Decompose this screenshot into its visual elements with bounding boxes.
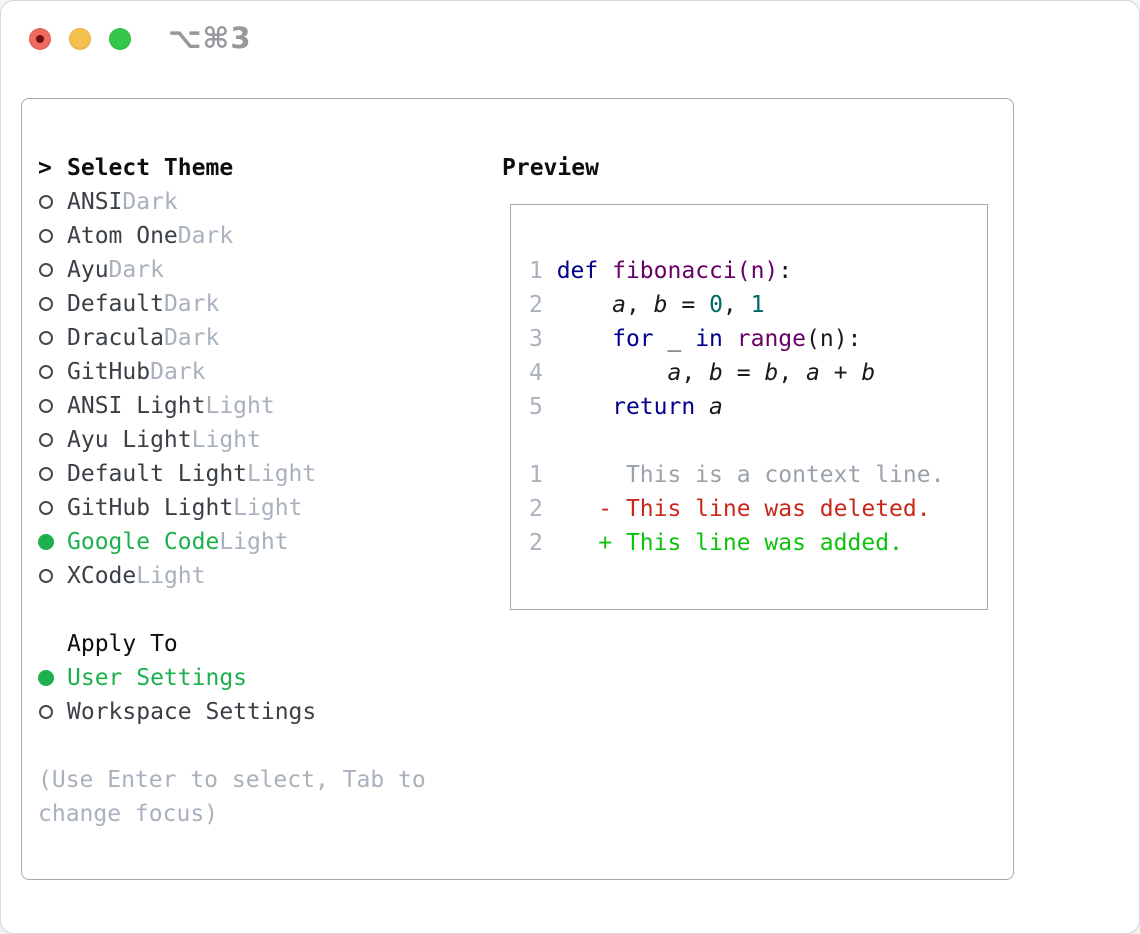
line-number: 1 [529,258,557,284]
preview-header: Preview [502,155,599,181]
radio-icon [38,467,67,481]
diff-line-deletion: 2 - This line was deleted. [529,496,931,522]
line-number: 4 [529,360,557,386]
code-line: 4 a, b = b, a + b [529,360,876,386]
theme-variant-label: Light [136,563,206,589]
theme-label: Default [67,291,164,317]
apply-target-option[interactable]: User Settings [38,661,468,695]
line-number: 2 [529,496,557,522]
theme-option[interactable]: ANSI Light Light [38,389,468,423]
theme-option[interactable]: Google Code Light [38,525,468,559]
radio-selected-icon [38,670,67,686]
minimize-button-icon[interactable] [69,28,91,50]
theme-variant-label: Dark [122,189,178,215]
line-number: 2 [529,530,557,556]
theme-variant-label: Dark [163,291,220,317]
line-number: 3 [529,326,557,352]
titlebar: ⌥⌘3 [1,1,1139,77]
diff-line-context: 1 This is a context line. [529,462,945,488]
preview-header-row: Preview [502,151,1002,185]
theme-option[interactable]: Ayu Light Light [38,423,468,457]
theme-option[interactable]: Default Dark [38,287,468,321]
theme-option[interactable]: ANSI Dark [38,185,468,219]
theme-label: GitHub Light [67,495,234,521]
theme-label: Ayu [67,257,109,283]
theme-option[interactable]: Default Light Light [38,457,468,491]
close-button-icon[interactable] [29,28,51,50]
theme-label: ANSI [67,189,123,215]
theme-label: XCode [67,563,137,589]
theme-variant-label: Dark [108,257,164,283]
theme-label: GitHub [67,359,151,385]
line-number: 5 [529,394,557,420]
theme-label: Dracula [67,325,164,351]
theme-variant-label: Light [219,529,289,555]
theme-variant-label: Light [247,461,317,487]
radio-icon [38,705,67,719]
apply-target-label: User Settings [67,665,248,691]
theme-label: Google Code [67,529,220,555]
radio-icon [38,263,67,277]
radio-icon [38,365,67,379]
theme-list-header-row: > Select Theme [38,151,468,185]
preview-column: Preview 1 def fibonacci(n): 2 a, b = 0, 1… [502,151,1002,610]
radio-icon [38,501,67,515]
preview-pane: 1 def fibonacci(n): 2 a, b = 0, 1 3 for _ … [510,204,988,610]
code-line: 1 def fibonacci(n): [529,258,793,284]
window-title: ⌥⌘3 [168,21,252,55]
radio-selected-icon [38,534,67,550]
apply-target-option[interactable]: Workspace Settings [38,695,468,729]
theme-option[interactable]: Dracula Dark [38,321,468,355]
theme-option[interactable]: Ayu Dark [38,253,468,287]
hint-text: (Use Enter to select, Tab to change focu… [38,767,426,827]
theme-variant-label: Light [205,393,275,419]
radio-icon [38,569,67,583]
code-preview: 1 def fibonacci(n): 2 a, b = 0, 1 3 for _ … [511,205,987,560]
theme-option[interactable]: XCode Light [38,559,468,593]
theme-label: Default Light [67,461,248,487]
theme-option[interactable]: GitHub Light Light [38,491,468,525]
code-line: 5 return a [529,394,723,420]
focus-caret-icon: > [38,155,52,181]
radio-icon [38,297,67,311]
code-line: 2 a, b = 0, 1 [529,292,765,318]
code-line: 3 for _ in range(n): [529,326,862,352]
radio-icon [38,399,67,413]
theme-variant-label: Dark [163,325,220,351]
apply-to-header-row: Apply To [38,627,468,661]
radio-icon [38,195,67,209]
theme-variant-label: Light [233,495,303,521]
line-number: 2 [529,292,557,318]
radio-icon [38,433,67,447]
apply-target-label: Workspace Settings [67,699,317,725]
theme-list-header: Select Theme [67,155,234,181]
apply-to-header: Apply To [67,631,178,657]
zoom-button-icon[interactable] [109,28,131,50]
theme-variant-label: Dark [177,223,234,249]
line-number: 1 [529,462,557,488]
theme-label: ANSI Light [67,393,206,419]
theme-label: Ayu Light [67,427,192,453]
traffic-lights [29,28,131,50]
theme-option[interactable]: GitHub Dark [38,355,468,389]
radio-icon [38,229,67,243]
diff-line-addition: 2 + This line was added. [529,530,903,556]
theme-variant-label: Light [191,427,261,453]
radio-icon [38,331,67,345]
theme-label: Atom One [67,223,178,249]
blank-line [529,424,987,458]
theme-option[interactable]: Atom One Dark [38,219,468,253]
theme-variant-label: Dark [150,359,206,385]
